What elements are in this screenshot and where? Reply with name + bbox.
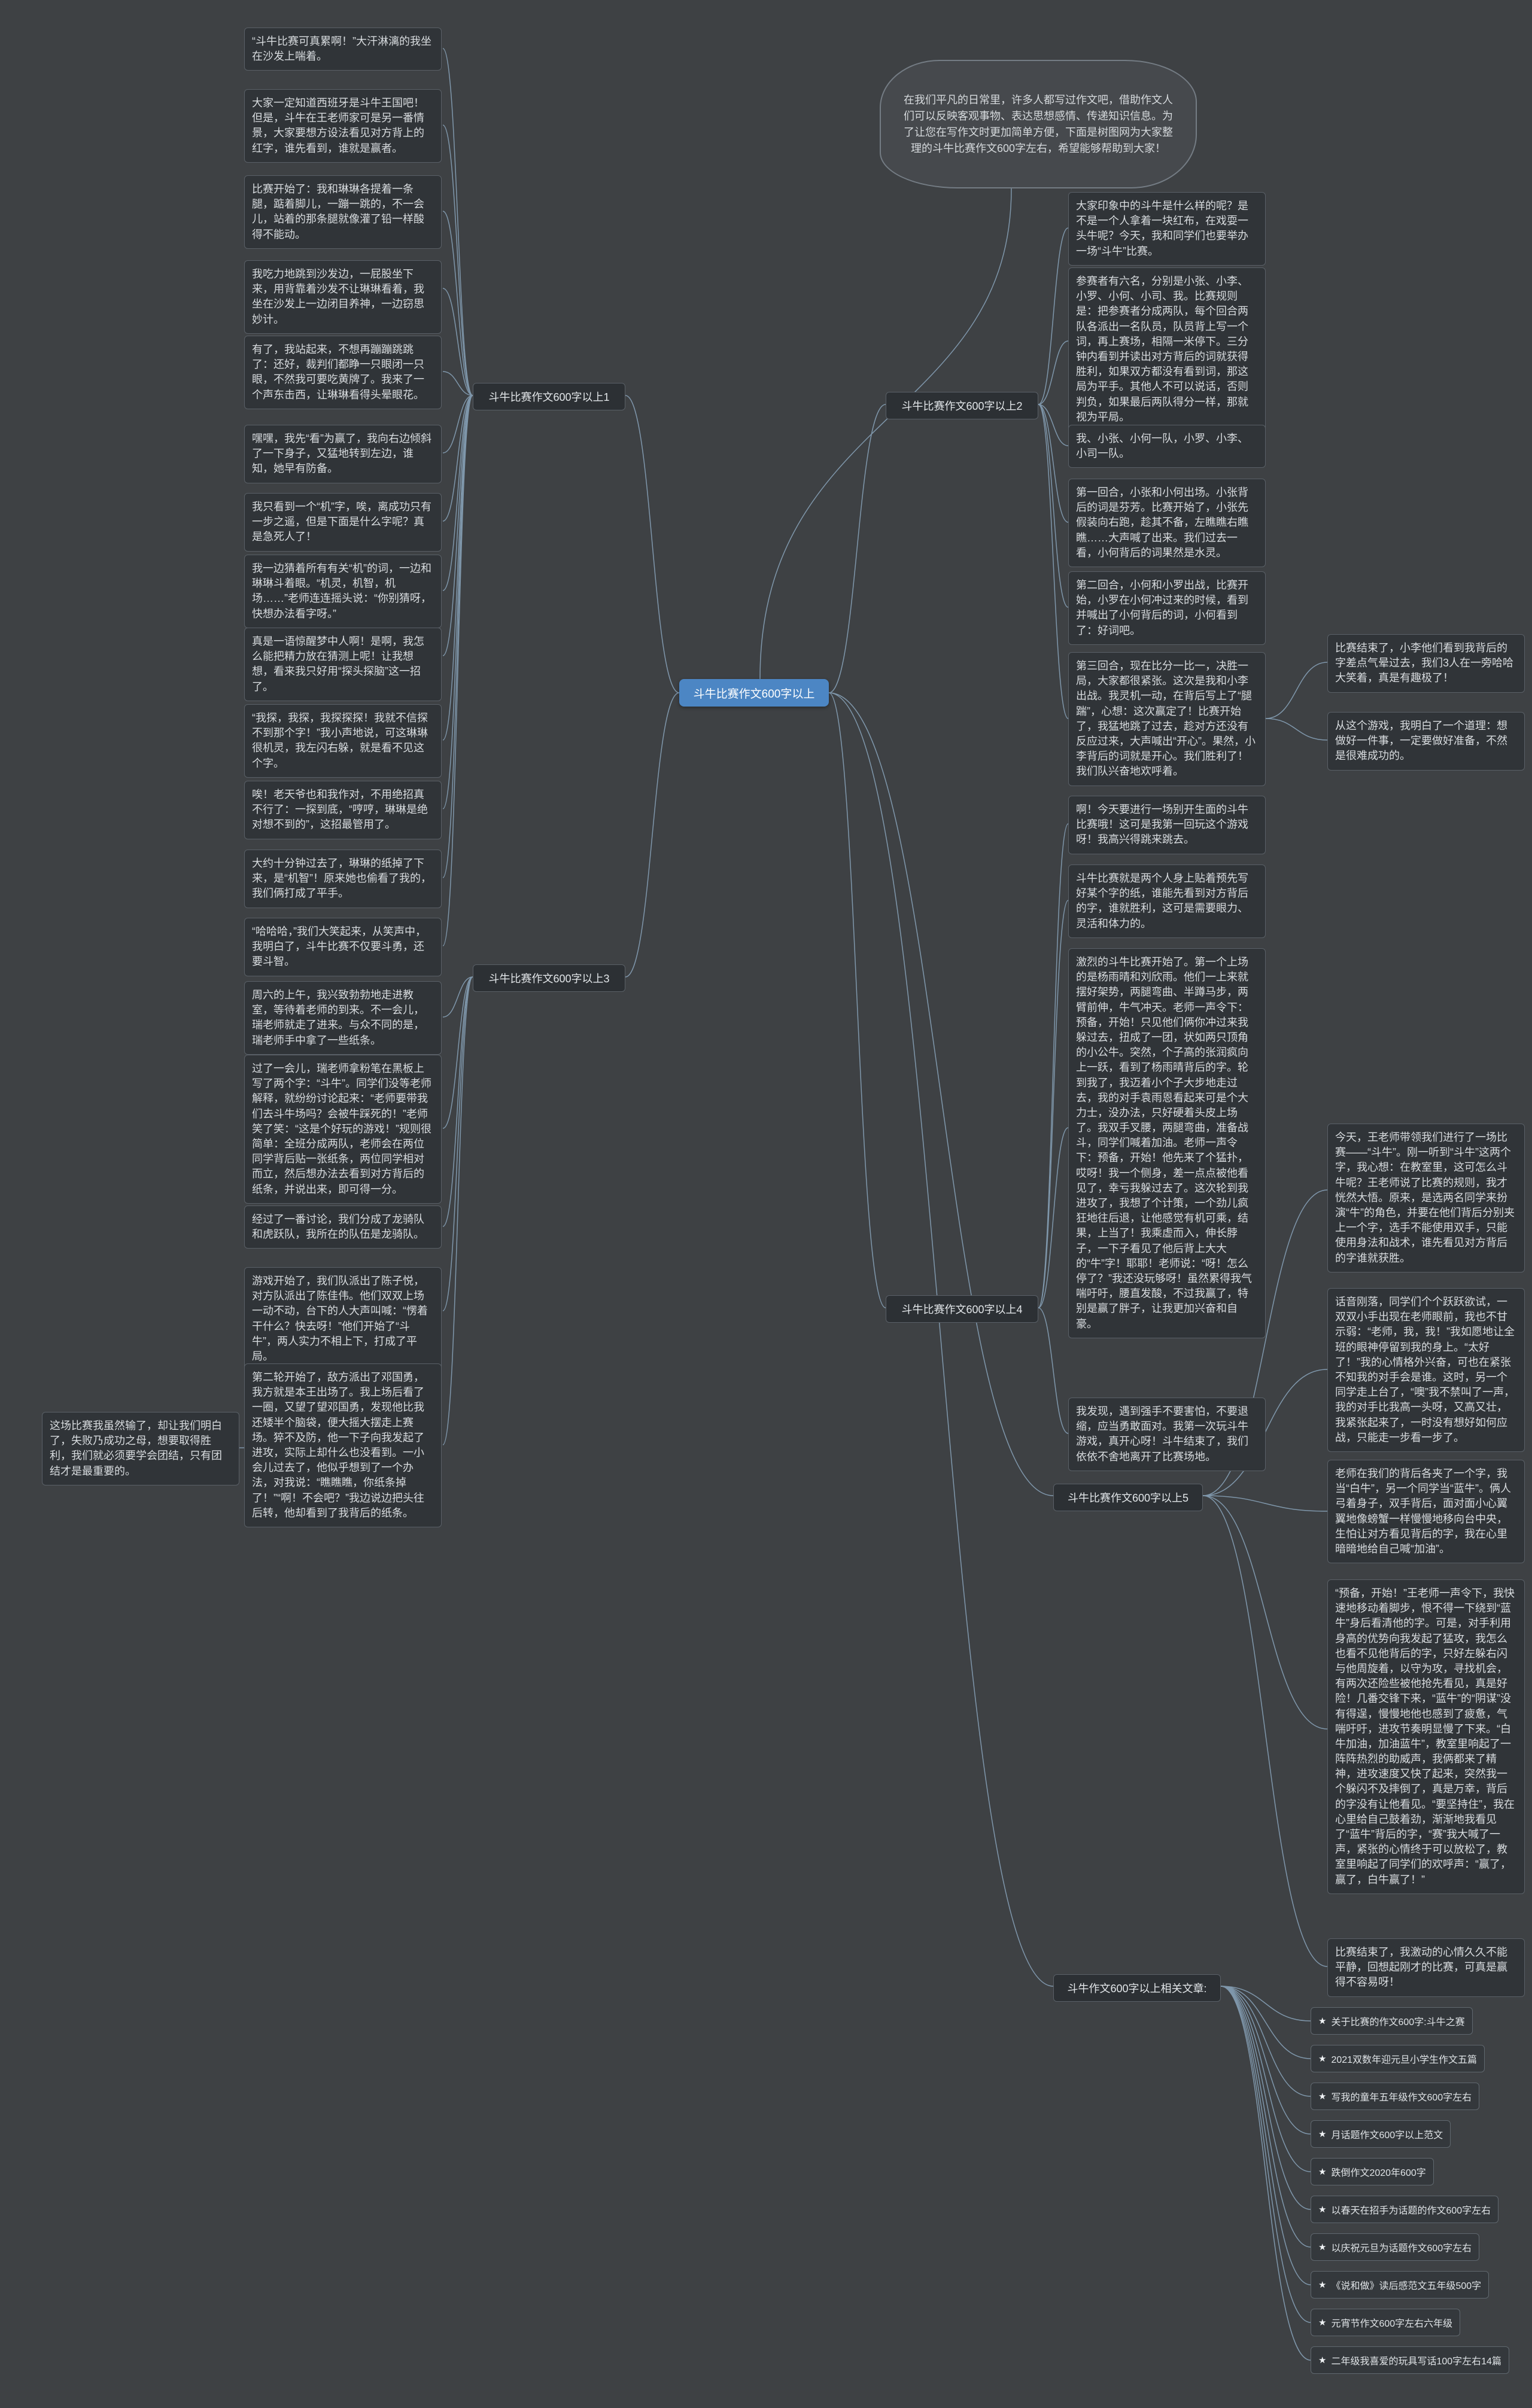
mindmap-node[interactable]: 嘿嘿，我先“看”为赢了，我向右边倾斜了一下身子，又猛地转到左边，谁知，她早有防备…	[244, 425, 442, 483]
mindmap-node[interactable]: 真是一语惊醒梦中人啊！是啊，我怎么能把精力放在猜测上呢！让我想想，看来我只好用“…	[244, 628, 442, 701]
star-icon: ★	[1318, 2280, 1327, 2290]
mindmap-node[interactable]: 话音刚落，同学们个个跃跃欲试，一双双小手出现在老师眼前，我也不甘示弱：“老师，我…	[1327, 1288, 1525, 1452]
mindmap-node[interactable]: 激烈的斗牛比赛开始了。第一个上场的是杨雨晴和刘欣雨。他们一上来就摆好架势，两腿弯…	[1068, 948, 1266, 1338]
related-article-item[interactable]: ★ 《说和做》读后感范文五年级500字	[1311, 2271, 1490, 2299]
mindmap-node[interactable]: “我探，我探，我探探探！我就不信探不到那个字！”我小声地说，可这琳琳很机灵，我左…	[244, 704, 442, 778]
mindmap-node[interactable]: “斗牛比赛可真累啊！”大汗淋漓的我坐在沙发上喘着。	[244, 28, 442, 71]
star-icon: ★	[1318, 2167, 1327, 2177]
mindmap-node[interactable]: “哈哈哈，”我们大笑起来，从笑声中，我明白了，斗牛比赛不仅要斗勇，还要斗智。	[244, 918, 442, 976]
star-icon: ★	[1318, 2318, 1327, 2328]
related-article-link[interactable]: 二年级我喜爱的玩具写话100字左右14篇	[1331, 2357, 1501, 2367]
mindmap-node[interactable]: 第三回合，现在比分一比一，决胜一局，大家都很紧张。这次是我和小李出战。我灵机一动…	[1068, 652, 1266, 786]
related-article-link[interactable]: 以庆祝元旦为话题作文600字左右	[1331, 2243, 1472, 2254]
mindmap-node[interactable]: 老师在我们的背后各夹了一个字，我当“白牛”，另一个同学当“蓝牛”。俩人弓着身子，…	[1327, 1460, 1525, 1564]
star-icon: ★	[1318, 2205, 1327, 2215]
branch-label-1[interactable]: 斗牛比赛作文600字以上1	[473, 383, 625, 410]
star-icon: ★	[1318, 2092, 1327, 2102]
star-icon: ★	[1318, 2129, 1327, 2139]
mindmap-node[interactable]: 我、小张、小何一队，小罗、小李、小司一队。	[1068, 425, 1266, 468]
related-article-item[interactable]: ★ 以庆祝元旦为话题作文600字左右	[1311, 2233, 1480, 2261]
branch-label-2[interactable]: 斗牛比赛作文600字以上2	[886, 392, 1038, 419]
mindmap-node[interactable]: 啊！今天要进行一场别开生面的斗牛比赛哦！这可是我第一回玩这个游戏呀！我高兴得跳来…	[1068, 796, 1266, 854]
mindmap-node[interactable]: 经过了一番讨论，我们分成了龙骑队和虎跃队，我所在的队伍是龙骑队。	[244, 1205, 442, 1249]
related-article-item[interactable]: ★ 写我的童年五年级作文600字左右	[1311, 2083, 1480, 2110]
mindmap-node[interactable]: 我只看到一个“机”字，唉，离成功只有一步之遥，但是下面是什么字呢？真是急死人了！	[244, 493, 442, 552]
mindmap-node[interactable]: 这场比赛我虽然输了，却让我们明白了，失败乃成功之母，想要取得胜利，我们就必须要学…	[42, 1412, 239, 1485]
related-article-link[interactable]: 元宵节作文600字左右六年级	[1331, 2319, 1453, 2329]
mindmap-node[interactable]: 我一边猜着所有有关“机”的词，一边和琳琳斗着眼。“机灵，机智，机场……”老师连连…	[244, 555, 442, 628]
mindmap-node[interactable]: 今天，王老师带领我们进行了一场比赛——“斗牛”。刚一听到“斗牛”这两个字，我心想…	[1327, 1124, 1525, 1273]
related-articles-label[interactable]: 斗牛作文600字以上相关文章:	[1053, 1974, 1221, 2002]
branch-label-4[interactable]: 斗牛比赛作文600字以上4	[886, 1295, 1038, 1323]
related-article-item[interactable]: ★ 月话题作文600字以上范文	[1311, 2120, 1451, 2148]
mindmap-node[interactable]: 第一回合，小张和小何出场。小张背后的词是芬芳。比赛开始了，小张先假装向右跑，趁其…	[1068, 479, 1266, 567]
star-icon: ★	[1318, 2054, 1327, 2064]
mindmap-node[interactable]: 有了，我站起来，不想再蹦蹦跳跳了：还好，裁判们都睁一只眼闭一只眼，不然我可要吃黄…	[244, 336, 442, 409]
related-article-link[interactable]: 写我的童年五年级作文600字左右	[1331, 2093, 1472, 2103]
related-article-link[interactable]: 2021双数年迎元旦小学生作文五篇	[1331, 2055, 1478, 2065]
mindmap-node[interactable]: 比赛结束了，小李他们看到我背后的字差点气晕过去，我们3人在一旁哈哈大笑着，真是有…	[1327, 634, 1525, 693]
mindmap-node[interactable]: 参赛者有六名，分别是小张、小李、小罗、小何、小司、我。比赛规则是：把参赛者分成两…	[1068, 267, 1266, 431]
mindmap-node[interactable]: 唉！老天爷也和我作对，不用绝招真不行了：一探到底，“哼哼，琳琳是绝对想不到的”，…	[244, 781, 442, 839]
star-icon: ★	[1318, 2016, 1327, 2026]
mindmap-node[interactable]: 第二轮开始了，敌方派出了邓国勇，我方就是本王出场了。我上场后看了一圈，又望了望邓…	[244, 1363, 442, 1527]
intro-bubble: 在我们平凡的日常里，许多人都写过作文吧，借助作文人们可以反映客观事物、表达思想感…	[880, 60, 1197, 188]
star-icon: ★	[1318, 2242, 1327, 2252]
mindmap-node[interactable]: 斗牛比赛就是两个人身上贴着预先写好某个字的纸，谁能先看到对方背后的字，谁就胜利，…	[1068, 864, 1266, 938]
mindmap-node[interactable]: 大家一定知道西班牙是斗牛王国吧！但是，斗牛在王老师家可是另一番情景，大家要想方设…	[244, 89, 442, 163]
mindmap-node[interactable]: 第二回合，小何和小罗出战，比赛开始，小罗在小何冲过来的时候，看到并喊出了小何背后…	[1068, 571, 1266, 645]
mindmap-node[interactable]: 周六的上午，我兴致勃勃地走进教室，等待着老师的到来。不一会儿，瑞老师就走了进来。…	[244, 981, 442, 1055]
related-article-link[interactable]: 月话题作文600字以上范文	[1331, 2130, 1443, 2141]
mindmap-node[interactable]: “预备，开始！”王老师一声令下，我快速地移动着脚步，恨不得一下绕到“蓝牛”身后看…	[1327, 1579, 1525, 1894]
mindmap-node[interactable]: 大家印象中的斗牛是什么样的呢？是不是一个人拿着一块红布，在戏耍一头牛呢？今天，我…	[1068, 192, 1266, 266]
mindmap-node[interactable]: 从这个游戏，我明白了一个道理：想做好一件事，一定要做好准备，不然是很难成功的。	[1327, 712, 1525, 771]
related-article-link[interactable]: 关于比赛的作文600字:斗牛之赛	[1331, 2017, 1465, 2028]
star-icon: ★	[1318, 2355, 1327, 2366]
mindmap-node[interactable]: 我发现，遇到强手不要害怕，不要退缩，应当勇敢面对。我第一次玩斗牛游戏，真开心呀！…	[1068, 1398, 1266, 1471]
root-node[interactable]: 斗牛比赛作文600字以上	[679, 679, 829, 707]
related-article-item[interactable]: ★ 2021双数年迎元旦小学生作文五篇	[1311, 2045, 1485, 2072]
related-article-link[interactable]: 以春天在招手为话题的作文600字左右	[1331, 2206, 1491, 2216]
mindmap-node[interactable]: 比赛开始了：我和琳琳各提着一条腿，踮着脚儿，一蹦一跳的，不一会儿，站着的那条腿就…	[244, 175, 442, 249]
related-article-item[interactable]: ★ 跌倒作文2020年600字	[1311, 2158, 1434, 2185]
related-article-item[interactable]: ★ 二年级我喜爱的玩具写话100字左右14篇	[1311, 2346, 1509, 2374]
mindmap-node[interactable]: 我吃力地跳到沙发边，一屁股坐下来，用背靠着沙发不让琳琳看着，我坐在沙发上一边闭目…	[244, 260, 442, 334]
intro-text: 在我们平凡的日常里，许多人都写过作文吧，借助作文人们可以反映客观事物、表达思想感…	[904, 93, 1173, 154]
related-article-item[interactable]: ★ 元宵节作文600字左右六年级	[1311, 2309, 1461, 2336]
related-article-item[interactable]: ★ 关于比赛的作文600字:斗牛之赛	[1311, 2007, 1473, 2035]
related-article-link[interactable]: 跌倒作文2020年600字	[1331, 2168, 1426, 2178]
related-article-item[interactable]: ★ 以春天在招手为话题的作文600字左右	[1311, 2196, 1499, 2223]
mindmap-node[interactable]: 比赛结束了，我激动的心情久久不能平静，回想起刚才的比赛，可真是赢得不容易呀！	[1327, 1938, 1525, 1997]
mindmap-node[interactable]: 游戏开始了，我们队派出了陈子悦，对方队派出了陈佳伟。他们双双上场一动不动，台下的…	[244, 1267, 442, 1371]
branch-label-3[interactable]: 斗牛比赛作文600字以上3	[473, 964, 625, 992]
branch-label-5[interactable]: 斗牛比赛作文600字以上5	[1053, 1484, 1203, 1511]
mindmap-node[interactable]: 过了一会儿，瑞老师拿粉笔在黑板上写了两个字：“斗牛”。同学们没等老师解释，就纷纷…	[244, 1055, 442, 1204]
mindmap-node[interactable]: 大约十分钟过去了，琳琳的纸掉了下来，是“机智”！原来她也偷看了我的，我们俩打成了…	[244, 850, 442, 908]
related-article-link[interactable]: 《说和做》读后感范文五年级500字	[1331, 2281, 1482, 2291]
